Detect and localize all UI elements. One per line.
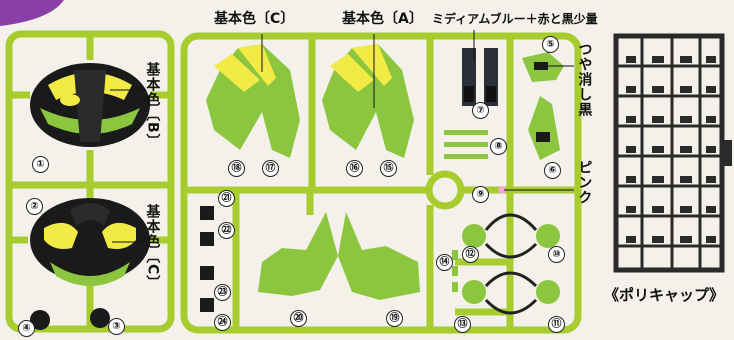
label-kihon-c-top: 基本色〔C〕 — [214, 11, 295, 27]
part-3-cap — [90, 308, 110, 328]
part-12-10-group — [462, 213, 560, 259]
center-sprue-hub — [425, 170, 465, 210]
part-number-21: ㉑ — [218, 190, 235, 207]
part-4-cap — [30, 310, 50, 330]
part-number-3: ③ — [108, 318, 125, 335]
part-number-7: ⑦ — [472, 102, 489, 119]
part-number-6: ⑥ — [544, 162, 561, 179]
part-number-2: ② — [26, 198, 43, 215]
label-polycap: 《ポリキャップ》 — [604, 286, 725, 304]
label-medium-blue: ミディアムブルー＋赤と黒少量 — [432, 12, 598, 26]
part-b-body — [30, 63, 150, 147]
part-7-dark — [462, 48, 498, 106]
part-number-23: ㉓ — [214, 284, 231, 301]
polycap-sprue — [613, 33, 732, 273]
part-number-19: ⑲ — [386, 310, 403, 327]
part-number-13: ⑬ — [454, 316, 471, 333]
part-number-5: ⑤ — [542, 36, 559, 53]
part-13-11-group — [462, 271, 560, 315]
part-number-4: ④ — [18, 320, 35, 337]
part-number-22: ㉒ — [218, 222, 235, 239]
part-16-15-armor — [322, 44, 414, 158]
label-pink: ピンク — [576, 160, 593, 205]
part-5-black-tip — [534, 62, 548, 70]
part-number-9: ⑨ — [472, 186, 489, 203]
label-tsuya-keshi-kuro: つや消し黒 — [576, 42, 593, 117]
part-number-15: ⑮ — [380, 160, 397, 177]
part-number-16: ⑯ — [346, 160, 363, 177]
part-20-shell — [258, 212, 338, 296]
left-sprue-frame — [5, 30, 175, 333]
part-9-pink-dot — [498, 186, 506, 194]
label-kihon-a-top: 基本色〔A〕 — [342, 11, 423, 27]
part-number-17: ⑰ — [262, 160, 279, 177]
part-number-12: ⑫ — [462, 246, 479, 263]
part-14-tabs — [452, 250, 458, 292]
label-kihon-c-side: 基本色〔C〕 — [144, 204, 161, 291]
part-number-8: ⑧ — [490, 138, 507, 155]
part-8-bars — [444, 130, 488, 159]
part-number-18: ⑱ — [228, 160, 245, 177]
part-number-14: ⑭ — [436, 254, 453, 271]
part-number-1: ① — [32, 156, 49, 173]
part-19-shell — [338, 212, 420, 300]
part-number-10: ⑩ — [548, 246, 565, 263]
part-number-11: ⑪ — [548, 316, 565, 333]
label-kihon-b-side: 基本色〔B〕 — [144, 62, 161, 149]
parts-21-24 — [200, 206, 214, 312]
part-6-piece — [528, 96, 560, 160]
part-number-20: ⑳ — [290, 310, 307, 327]
part-number-24: ㉔ — [214, 314, 231, 331]
part-6-black-tip — [536, 132, 550, 142]
part-c-body — [30, 198, 150, 286]
part-18-17-armor — [206, 44, 300, 158]
corner-purple-shape — [0, 0, 64, 26]
